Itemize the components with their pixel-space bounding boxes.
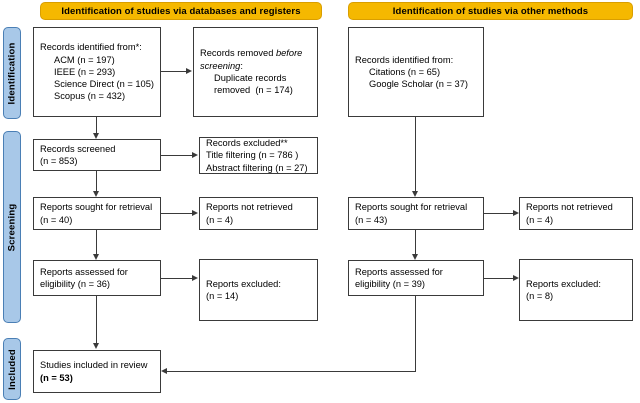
records-identified-other-line1: Records identified from:	[355, 54, 454, 65]
arrow-screened-to-excluded	[192, 152, 198, 158]
records-removed-line1-prefix: Records removed	[200, 48, 276, 59]
records-removed-line2-suffix: :	[240, 60, 243, 71]
reports-assessed-db-line1: Reports assessed for	[40, 266, 128, 277]
connector-sought-db-to-assessed-db	[96, 230, 98, 255]
arrow-assessed-db-to-included	[93, 343, 99, 349]
arrow-assessed-other-to-included	[161, 368, 167, 374]
stage-tab-included: Included	[3, 338, 21, 400]
connector-sought-other-to-not-retrieved-other	[484, 213, 514, 215]
records-removed-line1-emph: before	[275, 48, 303, 59]
connector-identified-to-screened	[96, 117, 98, 134]
reports-assessed-db-line2: eligibility (n = 36)	[40, 279, 111, 289]
box-reports-excluded-other: Reports excluded: (n = 8)	[519, 259, 633, 321]
records-removed-line2-emph: screening	[200, 60, 241, 71]
arrow-identified-other-to-sought-other	[412, 191, 418, 197]
connector-assessed-db-to-excluded-db	[161, 278, 193, 280]
reports-excluded-other-line1: Reports excluded:	[526, 278, 601, 289]
box-records-screened: Records screened (n = 853)	[33, 139, 161, 171]
box-studies-included: Studies included in review (n = 53)	[33, 350, 161, 393]
arrow-identified-to-removed	[186, 68, 192, 74]
banner-other-methods: Identification of studies via other meth…	[348, 2, 633, 20]
reports-not-retrieved-other-line1: Reports not retrieved	[526, 202, 613, 213]
box-records-identified-databases: Records identified from*: ACM (n = 197) …	[33, 27, 161, 117]
stage-tab-identification: Identification	[3, 27, 21, 119]
records-removed-line1: Records removed before	[200, 47, 311, 59]
records-identified-db-line3: IEEE (n = 293)	[54, 66, 116, 77]
records-excluded-line3: Abstract filtering (n = 27)	[206, 162, 308, 173]
records-identified-db-line5: Scopus (n = 432)	[54, 91, 126, 102]
stage-tab-included-label: Included	[6, 348, 18, 390]
connector-sought-other-to-assessed-other	[415, 230, 417, 255]
arrow-sought-db-to-assessed-db	[93, 254, 99, 260]
records-identified-db-line1: Records identified from*:	[40, 42, 142, 53]
reports-sought-db-line1: Reports sought for retrieval	[40, 202, 153, 213]
connector-screened-to-sought-db	[96, 171, 98, 192]
reports-not-retrieved-db-line1: Reports not retrieved	[206, 202, 293, 213]
connector-assessed-other-to-excluded-other	[484, 278, 514, 280]
connector-assessed-other-to-included-vertical	[415, 296, 417, 372]
connector-identified-to-removed	[161, 71, 187, 73]
arrow-assessed-other-to-excluded-other	[513, 275, 519, 281]
arrow-assessed-db-to-excluded-db	[192, 275, 198, 281]
reports-not-retrieved-other-line2: (n = 4)	[526, 214, 554, 225]
banner-databases-registers-label: Identification of studies via databases …	[61, 5, 301, 17]
box-reports-sought-databases: Reports sought for retrieval (n = 40)	[33, 197, 161, 230]
reports-assessed-other-line1: Reports assessed for	[355, 266, 443, 277]
stage-tab-screening: Screening	[3, 131, 21, 323]
connector-sought-db-to-not-retrieved-db	[161, 213, 193, 215]
records-removed-line4: removed (n = 174)	[214, 85, 293, 96]
records-identified-db-line2: ACM (n = 197)	[54, 54, 115, 65]
reports-not-retrieved-db-line2: (n = 4)	[206, 214, 234, 225]
box-reports-sought-other: Reports sought for retrieval (n = 43)	[348, 197, 484, 230]
reports-sought-other-line1: Reports sought for retrieval	[355, 202, 468, 213]
connector-screened-to-excluded	[161, 155, 193, 157]
box-records-removed: Records removed before screening: Duplic…	[193, 27, 318, 117]
connector-identified-other-to-sought-other	[415, 117, 417, 192]
box-records-identified-other: Records identified from: Citations (n = …	[348, 27, 484, 117]
studies-included-line2: (n = 53)	[40, 372, 73, 383]
studies-included-line1: Studies included in review	[40, 360, 148, 371]
reports-excluded-other-line2: (n = 8)	[526, 291, 554, 301]
banner-other-methods-label: Identification of studies via other meth…	[392, 5, 589, 17]
records-identified-db-line4: Science Direct (n = 105)	[54, 79, 154, 90]
records-excluded-line2: Title filtering (n = 786 )	[206, 150, 299, 161]
connector-assessed-other-to-included-horizontal	[167, 371, 416, 373]
box-reports-not-retrieved-other: Reports not retrieved (n = 4)	[519, 197, 633, 230]
records-excluded-line1: Records excluded**	[206, 138, 288, 149]
box-reports-not-retrieved-databases: Reports not retrieved (n = 4)	[199, 197, 318, 230]
box-reports-assessed-databases: Reports assessed for eligibility (n = 36…	[33, 260, 161, 296]
records-removed-line3: Duplicate records	[214, 73, 287, 83]
arrow-sought-db-to-not-retrieved-db	[192, 210, 198, 216]
reports-excluded-db-line2: (n = 14)	[206, 291, 239, 301]
box-records-excluded: Records excluded** Title filtering (n = …	[199, 137, 318, 174]
stage-tab-screening-label: Screening	[6, 203, 18, 251]
stage-tab-identification-label: Identification	[6, 42, 18, 104]
records-identified-other-line2: Citations (n = 65)	[369, 66, 441, 77]
reports-sought-db-line2: (n = 40)	[40, 214, 73, 225]
box-reports-excluded-databases: Reports excluded: (n = 14)	[199, 259, 318, 321]
arrow-sought-other-to-not-retrieved-other	[513, 210, 519, 216]
records-screened-line1: Records screened	[40, 143, 116, 154]
reports-sought-other-line2: (n = 43)	[355, 214, 388, 225]
arrow-identified-to-screened	[93, 133, 99, 139]
banner-databases-registers: Identification of studies via databases …	[40, 2, 322, 20]
connector-assessed-db-to-included	[96, 296, 98, 344]
reports-excluded-db-line1: Reports excluded:	[206, 278, 281, 289]
arrow-screened-to-sought-db	[93, 191, 99, 197]
arrow-sought-other-to-assessed-other	[412, 254, 418, 260]
records-removed-line2: screening:	[200, 60, 311, 72]
reports-assessed-other-line2: eligibility (n = 39)	[355, 279, 426, 289]
box-reports-assessed-other: Reports assessed for eligibility (n = 39…	[348, 260, 484, 296]
records-screened-line2: (n = 853)	[40, 156, 78, 166]
records-identified-other-line3: Google Scholar (n = 37)	[369, 79, 468, 90]
